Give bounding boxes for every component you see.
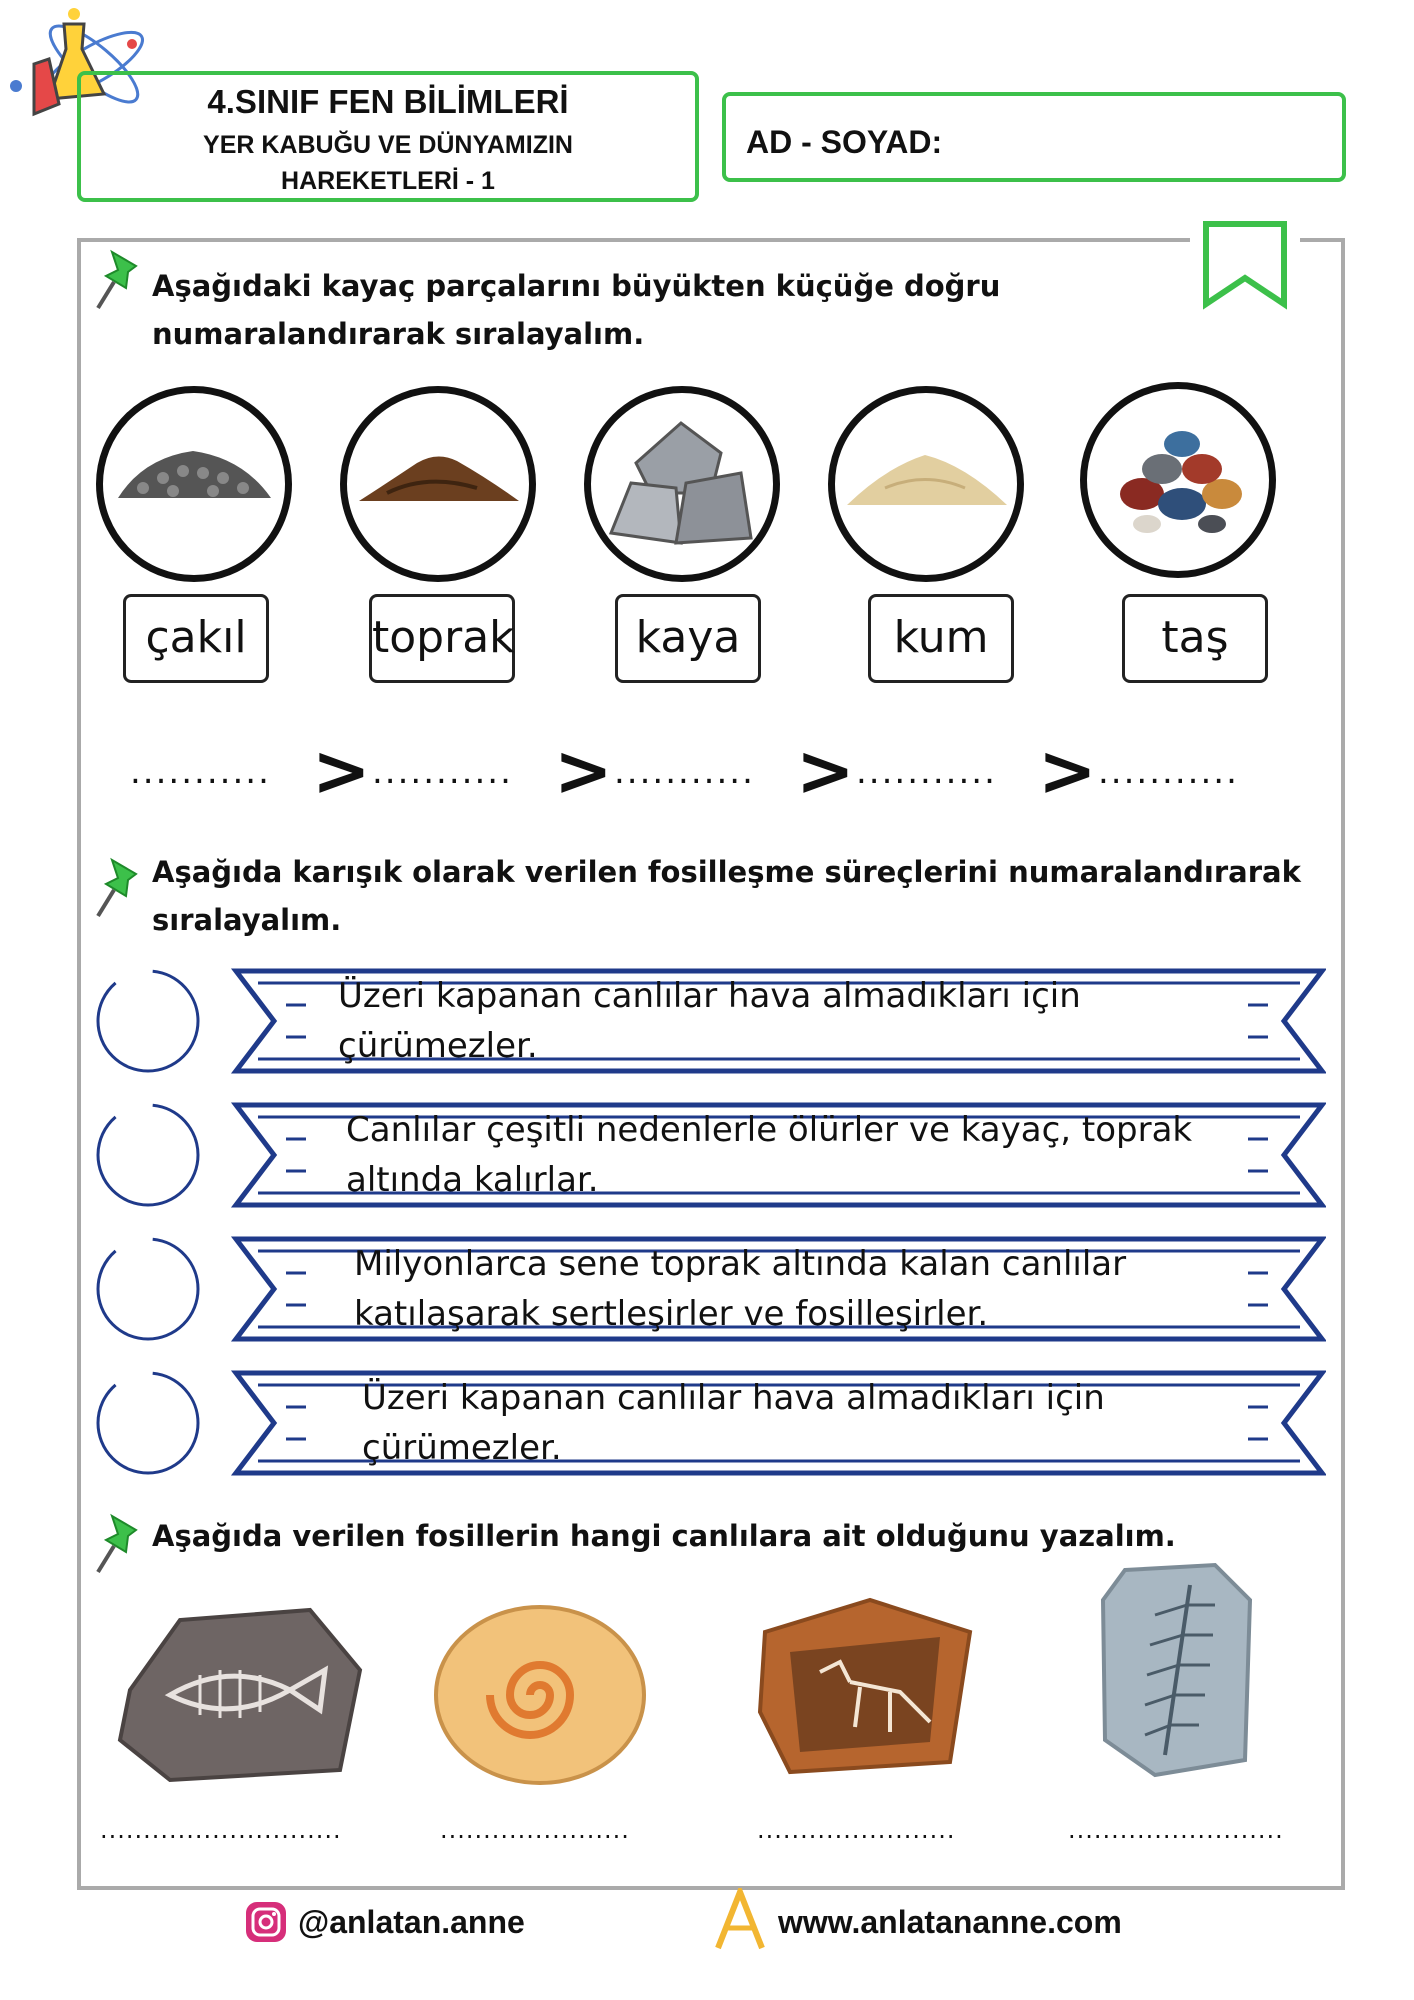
- dinosaur-fossil-icon: [757, 1597, 973, 1775]
- fossil-step-text-line1: Üzeri kapanan canlılar hava almadıkları …: [362, 1378, 1105, 1418]
- fossil-step-4: Üzeri kapanan canlılar hava almadıkları …: [86, 1367, 1326, 1479]
- ribbon-frame-icon: [96, 1102, 1326, 1208]
- soil-image-circle: [340, 386, 536, 582]
- ribbon-frame-icon: [96, 1236, 1326, 1342]
- order-blank-4[interactable]: ...........: [856, 752, 997, 792]
- soil-pile-icon: [359, 456, 519, 501]
- question-1-line2: numaralandırarak sıralayalım.: [152, 317, 645, 351]
- greater-than-symbol: >: [312, 730, 371, 812]
- question-3: Aşağıda verilen fosillerin hangi canlıla…: [152, 1519, 1176, 1553]
- fossil-step-text-line2: çürümezler.: [338, 1026, 538, 1066]
- fossil-step-text-line2: altında kalırlar.: [346, 1160, 599, 1200]
- fish-fossil-icon: [117, 1607, 363, 1783]
- greater-than-symbol: >: [554, 730, 613, 812]
- pushpin-icon: [96, 1513, 138, 1574]
- gravel-image-circle: [96, 386, 292, 582]
- question-1: Aşağıdaki kayaç parçalarını büyükten küç…: [152, 262, 1000, 358]
- fossil-step-1: Üzeri kapanan canlılar hava almadıkları …: [86, 965, 1326, 1077]
- fossil-step-text-line1: Canlılar çeşitli nedenlerle ölürler ve k…: [346, 1110, 1193, 1150]
- stones-pile-icon: [1120, 431, 1242, 533]
- order-blank-2[interactable]: ...........: [372, 752, 513, 792]
- answer-blank-4[interactable]: .........................: [1068, 1816, 1284, 1844]
- fossil-step-3: Milyonlarca sene toprak altında kalan ca…: [86, 1233, 1326, 1345]
- word-box-rock: kaya: [615, 594, 761, 683]
- pushpin-icon: [96, 857, 138, 918]
- name-label: AD - SOYAD:: [746, 124, 943, 160]
- answer-blank-3[interactable]: .......................: [757, 1816, 956, 1844]
- worksheet-subtitle-line1: YER KABUĞU VE DÜNYAMIZIN: [203, 131, 573, 159]
- question-2-line2: sıralayalım.: [152, 903, 342, 937]
- ribbon-frame-icon: [96, 1370, 1326, 1476]
- instagram-handle[interactable]: @anlatan.anne: [298, 1904, 525, 1940]
- order-blank-3[interactable]: ...........: [614, 752, 755, 792]
- question-2-line1: Aşağıda karışık olarak verilen fosilleşm…: [152, 855, 1301, 889]
- word-box-stone: taş: [1122, 594, 1268, 683]
- fossil-step-text-line1: Milyonlarca sene toprak altında kalan ca…: [354, 1244, 1127, 1284]
- worksheet-subtitle-line2: HAREKETLERİ - 1: [281, 167, 495, 195]
- rock-icon: [608, 421, 753, 545]
- sand-image-circle: [828, 386, 1024, 582]
- website-link[interactable]: www.anlatananne.com: [778, 1904, 1122, 1940]
- question-2: Aşağıda karışık olarak verilen fosilleşm…: [152, 848, 1301, 944]
- rock-image-circle: [584, 386, 780, 582]
- ribbon-frame-icon: [96, 968, 1326, 1074]
- greater-than-symbol: >: [796, 730, 855, 812]
- word-box-sand: kum: [868, 594, 1014, 683]
- bookmark-icon: [1203, 221, 1287, 310]
- ammonite-fossil-icon: [434, 1605, 646, 1785]
- content-frame: [77, 238, 1345, 1890]
- name-field[interactable]: AD - SOYAD:: [722, 92, 1346, 182]
- word-box-gravel: çakıl: [123, 594, 269, 683]
- answer-blank-2[interactable]: ......................: [440, 1816, 630, 1844]
- worksheet-title: 4.SINIF FEN BİLİMLERİ: [207, 83, 569, 120]
- question-1-line1: Aşağıdaki kayaç parçalarını büyükten küç…: [152, 269, 1001, 303]
- stones-image-circle: [1080, 382, 1276, 578]
- greater-than-symbol: >: [1038, 730, 1097, 812]
- fossil-step-2: Canlılar çeşitli nedenlerle ölürler ve k…: [86, 1099, 1326, 1211]
- order-blank-1[interactable]: ...........: [130, 752, 271, 792]
- gravel-pile-icon: [118, 451, 271, 498]
- sand-pile-icon: [847, 455, 1007, 505]
- title-box: 4.SINIF FEN BİLİMLERİ YER KABUĞU VE DÜNY…: [77, 71, 699, 202]
- answer-blank-1[interactable]: ............................: [100, 1816, 342, 1844]
- science-flask-icon: [10, 8, 144, 117]
- order-blank-5[interactable]: ...........: [1098, 752, 1239, 792]
- pushpin-icon: [96, 249, 138, 310]
- instagram-icon: [246, 1902, 286, 1942]
- fossil-step-text-line2: katılaşarak sertleşirler ve fosilleşirle…: [354, 1294, 989, 1334]
- anlatan-anne-logo-icon: [715, 1888, 765, 1950]
- fossil-step-text-line2: çürümezler.: [362, 1428, 562, 1468]
- fern-fossil-icon: [1100, 1562, 1253, 1778]
- fossil-step-text-line1: Üzeri kapanan canlılar hava almadıkları …: [338, 976, 1081, 1016]
- word-box-soil: toprak: [369, 594, 515, 683]
